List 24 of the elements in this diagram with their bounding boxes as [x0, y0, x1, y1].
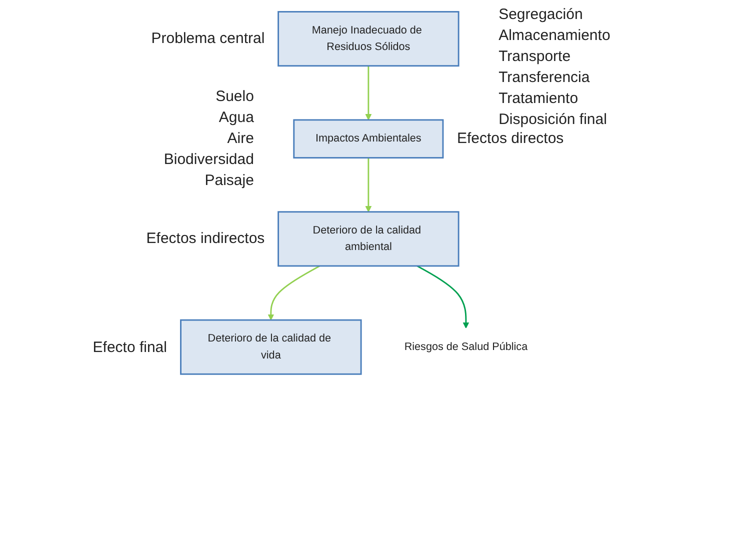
list-item: Segregación	[498, 5, 584, 25]
side-note: Efectos directos	[456, 130, 564, 148]
node-text: Riesgos de Salud Pública	[404, 340, 528, 353]
arrow	[365, 158, 372, 212]
list-item: Aire	[226, 129, 254, 150]
list-item: Almacenamiento	[498, 26, 610, 46]
list-item: Transferencia	[498, 68, 591, 88]
side-note: Efecto final	[92, 338, 167, 356]
node-box: Impactos Ambientales	[293, 119, 444, 158]
list-item: Agua	[218, 108, 254, 128]
list-item: Paisaje	[204, 171, 254, 192]
arrow	[365, 66, 372, 120]
node-box: Manejo Inadecuado de Residuos Sólidos	[278, 11, 460, 67]
arrow	[268, 265, 320, 320]
list-item: Transporte	[498, 47, 572, 67]
list-item: Biodiversidad	[164, 150, 254, 170]
node-box: Deterioro de la calidad ambiental	[278, 211, 460, 267]
arrow	[416, 265, 470, 328]
list-item: Tratamiento	[498, 89, 580, 109]
side-note: Efectos indirectos	[146, 230, 265, 248]
list-item: Disposición final	[498, 110, 608, 130]
node-box: Deterioro de la calidad de vida	[180, 319, 362, 375]
side-note: Problema central	[151, 30, 265, 48]
list-item: Suelo	[214, 87, 254, 108]
